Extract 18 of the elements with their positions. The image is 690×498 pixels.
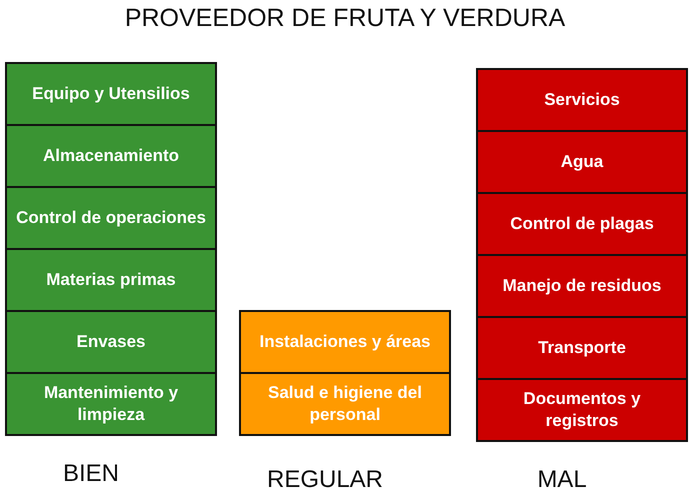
category-box: Documentos y registros <box>476 378 688 442</box>
column-label: MAL <box>536 466 588 494</box>
category-box: Instalaciones y áreas <box>239 310 451 374</box>
category-box: Materias primas <box>5 248 217 312</box>
column-label: REGULAR <box>266 466 384 494</box>
category-box: Almacenamiento <box>5 124 217 188</box>
category-box: Transporte <box>476 316 688 380</box>
category-box: Control de plagas <box>476 192 688 256</box>
category-box: Servicios <box>476 68 688 132</box>
category-box: Agua <box>476 130 688 194</box>
category-box: Mantenimiento y limpieza <box>5 372 217 436</box>
column-label: BIEN <box>62 460 120 488</box>
category-box: Control de operaciones <box>5 186 217 250</box>
category-box: Equipo y Utensilios <box>5 62 217 126</box>
category-box: Envases <box>5 310 217 374</box>
category-box: Salud e higiene del personal <box>239 372 451 436</box>
title: PROVEEDOR DE FRUTA Y VERDURA <box>124 4 566 33</box>
category-box: Manejo de residuos <box>476 254 688 318</box>
